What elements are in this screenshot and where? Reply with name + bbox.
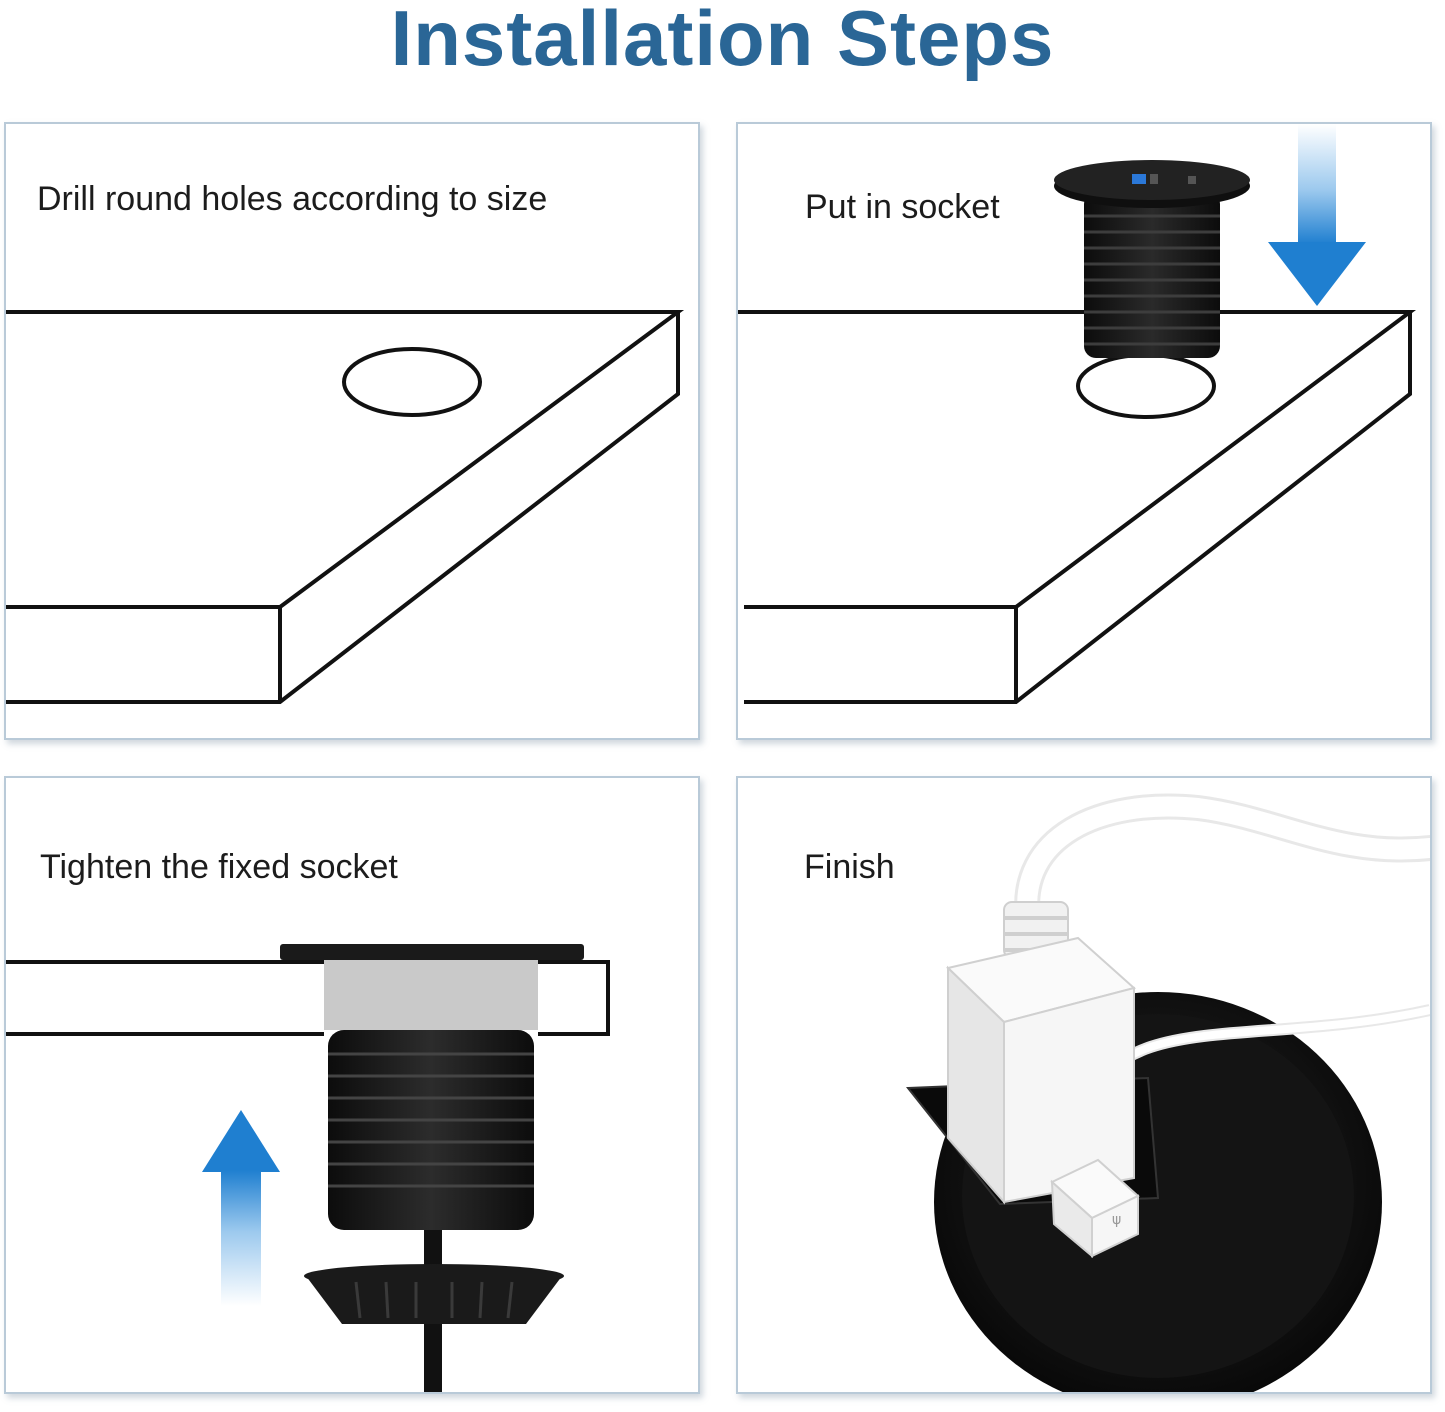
finished-socket-illustration: ψ bbox=[905, 793, 1430, 1392]
step-3-panel: Tighten the fixed socket bbox=[4, 776, 700, 1394]
drill-hole bbox=[342, 347, 482, 417]
socket-insert-illustration bbox=[738, 124, 1417, 704]
power-socket-icon bbox=[280, 944, 584, 1324]
usb-plug-icon: ψ bbox=[1050, 1158, 1140, 1259]
step-4-caption: Finish bbox=[804, 848, 895, 886]
step-3-caption: Tighten the fixed socket bbox=[40, 848, 398, 886]
step-1-caption: Drill round holes according to size bbox=[37, 180, 548, 218]
socket-tighten-illustration bbox=[6, 944, 610, 1392]
power-plug-icon bbox=[945, 901, 1137, 1205]
desk-drill-illustration bbox=[6, 310, 685, 704]
arrow-up-icon bbox=[202, 1110, 280, 1306]
step-2-caption: Put in socket bbox=[805, 188, 1000, 226]
svg-text:ψ: ψ bbox=[1112, 1212, 1121, 1228]
arrow-down-icon bbox=[1268, 124, 1366, 306]
step-4-panel: Finish bbox=[736, 776, 1432, 1394]
step-2-panel: Put in socket bbox=[736, 122, 1432, 740]
step-1-panel: Drill round holes according to size bbox=[4, 122, 700, 740]
page-title: Installation Steps bbox=[390, 0, 1055, 82]
power-socket-icon bbox=[1054, 160, 1250, 358]
